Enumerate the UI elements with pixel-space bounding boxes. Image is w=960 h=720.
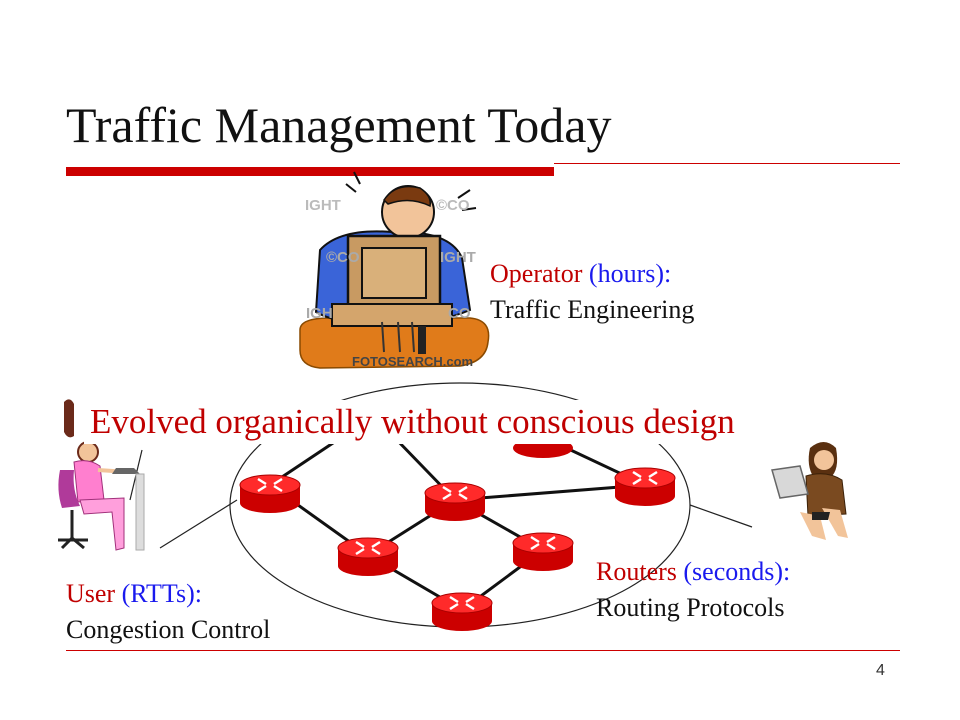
watermark-text: CO (448, 305, 471, 322)
link (454, 483, 646, 502)
router-icon (337, 537, 399, 576)
operator-task: Traffic Engineering (490, 295, 695, 324)
routers-task: Routing Protocols (596, 593, 785, 622)
remote-user-connector (689, 504, 753, 528)
banner-text: Evolved organically without conscious de… (84, 400, 741, 444)
watermark-text: ©CO (326, 249, 360, 266)
watermark-text: ©CO (436, 197, 470, 214)
title-underline-thick (66, 167, 554, 176)
watermark-text: IGHT (440, 249, 476, 266)
user-clipart (58, 399, 145, 551)
router-icon (431, 592, 493, 631)
page-number: 4 (876, 662, 885, 679)
routers-role: Routers (596, 557, 677, 586)
title-underline-thin (554, 163, 900, 164)
user-connector (159, 499, 238, 549)
user-timescale: (RTTs): (121, 579, 202, 608)
operator-clipart: IGHT ©CO ©CO IGHT IGH CO FOTOSEARCH.com (299, 171, 490, 369)
router-icon (512, 532, 574, 571)
router-icon (614, 467, 676, 506)
routers-timescale: (seconds): (683, 557, 791, 586)
user-label: User (RTTs): (66, 578, 202, 610)
router-links (269, 433, 646, 612)
routers-label: Routers (seconds): (596, 556, 790, 588)
slide-title: Traffic Management Today (66, 97, 612, 153)
watermark-text: IGHT (305, 197, 341, 214)
watermark-text: IGH (306, 305, 333, 322)
operator-timescale: (hours): (588, 259, 672, 288)
router-icon (239, 474, 301, 513)
footer-rule (66, 650, 900, 651)
router-icon (424, 482, 486, 521)
operator-label: Operator (hours): (490, 258, 671, 290)
watermark-text: FOTOSEARCH.com (352, 354, 473, 369)
user-task: Congestion Control (66, 615, 271, 644)
user-role: User (66, 579, 116, 608)
operator-role: Operator (490, 259, 583, 288)
remote-user-clipart (771, 442, 848, 540)
